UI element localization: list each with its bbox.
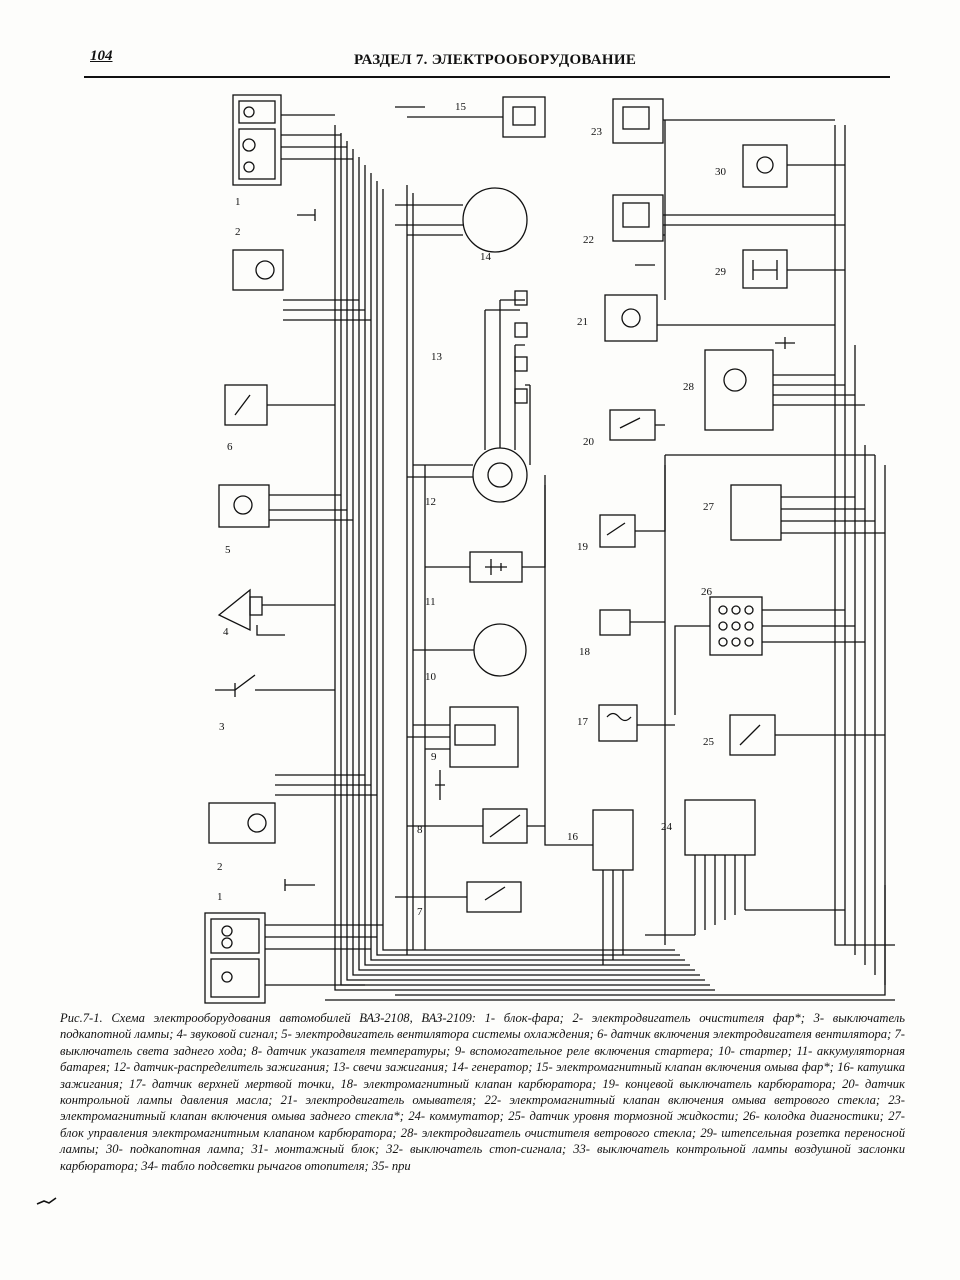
component-30 (742, 144, 845, 188)
component-25 (729, 714, 885, 756)
label-c21: 21 (577, 316, 588, 328)
label-c8: 8 (417, 824, 423, 836)
component-1-top (232, 94, 353, 186)
caption-label: Рис.7-1. (60, 1011, 103, 1025)
label-c5: 5 (225, 544, 231, 556)
component-20 (609, 409, 665, 441)
label-c1-bottom: 1 (217, 891, 223, 903)
page-number: 104 (90, 48, 113, 64)
scan-mark-icon (36, 1197, 57, 1205)
label-c12: 12 (425, 496, 436, 508)
label-c3: 3 (219, 721, 225, 733)
page-header: 104 РАЗДЕЛ 7. ЭЛЕКТРООБОРУДОВАНИЕ (84, 48, 890, 78)
label-c25: 25 (703, 736, 715, 748)
section-title: РАЗДЕЛ 7. ЭЛЕКТРООБОРУДОВАНИЕ (354, 52, 637, 68)
center-harness-bundle (406, 185, 426, 955)
component-11 (425, 475, 546, 583)
component-1-bottom (204, 879, 383, 1004)
component-3 (215, 674, 335, 697)
label-c18: 18 (579, 646, 591, 658)
component-2-top (232, 209, 371, 321)
component-24 (645, 799, 845, 936)
component-14 (395, 187, 528, 253)
component-7 (395, 881, 522, 913)
component-22 (612, 194, 845, 242)
right-harness-bundle (325, 125, 895, 1001)
label-c28: 28 (683, 381, 695, 393)
label-c9: 9 (431, 751, 437, 763)
component-16 (544, 485, 634, 965)
component-19 (599, 465, 666, 548)
left-harness-bundle (334, 125, 715, 991)
component-9 (407, 706, 519, 800)
label-c22: 22 (583, 234, 594, 246)
component-number-labels: 1 2 6 5 4 3 2 1 15 14 13 12 11 10 9 8 7 … (217, 101, 727, 918)
caption-text: Схема электрооборудования автомобилей ВА… (60, 1011, 905, 1173)
component-18 (599, 609, 665, 636)
wiring-diagram: 1 2 6 5 4 3 2 1 15 14 13 12 11 10 9 8 7 … (204, 94, 895, 1004)
label-c17: 17 (577, 716, 589, 728)
component-2-bottom (208, 774, 377, 844)
figure-caption: Рис.7-1. Схема электрооборудования автом… (60, 1010, 905, 1174)
label-c10: 10 (425, 671, 437, 683)
component-26 (674, 596, 865, 715)
component-28 (704, 337, 865, 431)
component-21 (604, 250, 835, 342)
label-c6: 6 (227, 441, 233, 453)
component-29 (742, 249, 845, 289)
label-c4: 4 (223, 626, 229, 638)
label-c2-top: 2 (235, 226, 241, 238)
label-c30: 30 (715, 166, 727, 178)
component-12 (407, 299, 531, 503)
label-c19: 19 (577, 541, 589, 553)
label-c7: 7 (417, 906, 423, 918)
label-c26: 26 (701, 586, 713, 598)
component-6 (224, 384, 335, 426)
label-c11: 11 (425, 596, 436, 608)
component-4 (217, 588, 335, 636)
component-27 (730, 484, 885, 541)
label-c27: 27 (703, 501, 715, 513)
label-c14: 14 (480, 251, 492, 263)
label-c1-top: 1 (235, 196, 241, 208)
label-c23: 23 (591, 126, 603, 138)
component-15 (395, 96, 546, 138)
label-c24: 24 (661, 821, 673, 833)
component-23 (612, 98, 835, 250)
label-c2-bottom: 2 (217, 861, 223, 873)
label-c29: 29 (715, 266, 727, 278)
component-8 (407, 808, 545, 844)
label-c16: 16 (567, 831, 579, 843)
component-10 (413, 623, 527, 677)
component-5 (218, 484, 353, 528)
label-c13: 13 (431, 351, 443, 363)
label-c15: 15 (455, 101, 467, 113)
component-17 (598, 704, 675, 742)
component-13-spark-plugs (514, 290, 528, 404)
label-c20: 20 (583, 436, 595, 448)
